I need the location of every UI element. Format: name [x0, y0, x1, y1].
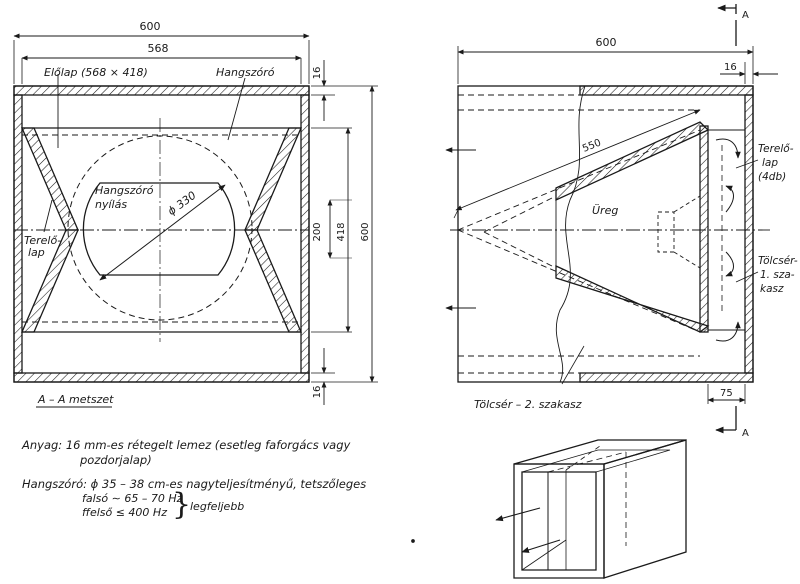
dim-568: 568 [148, 42, 169, 55]
label-opening-2: nyílás [95, 198, 127, 211]
front-view [13, 33, 378, 408]
dim-75: 75 [720, 388, 733, 399]
deflector-top-left [21, 127, 79, 231]
note-max: legfeljebb [190, 500, 245, 513]
dim-418: 418 [336, 222, 347, 241]
dim-550: 550 [581, 137, 603, 154]
label-elolap: Előlap (568 × 418) [44, 66, 148, 79]
isometric-view [411, 439, 687, 579]
side-back-panel [744, 94, 754, 374]
dim-16-side: 16 [724, 62, 737, 73]
label-horn-stage-1-b: 1. sza- [760, 269, 795, 281]
side-top-panel [579, 85, 754, 96]
section-mark-top: A [742, 10, 749, 21]
dim-200: 200 [312, 222, 323, 241]
dim-16-top: 16 [312, 67, 323, 80]
deflector-top-right [244, 127, 302, 231]
label-deflector-2: lap [28, 246, 45, 259]
label-horn-stage-1-c: kasz [760, 283, 784, 295]
label-hangszoro: Hangszóró [216, 66, 275, 79]
freq-lower: falsó ∼ 65 – 70 Hz [82, 492, 183, 505]
notes: Anyag: 16 mm-es rétegelt lemez (esetleg … [22, 438, 382, 492]
frequency-block: falsó ∼ 65 – 70 Hz ffelső ≤ 400 Hz [82, 492, 182, 520]
right-panel [300, 94, 310, 374]
label-deflector-side-2: lap [762, 157, 778, 169]
section-title: A – A metszet [37, 393, 114, 406]
label-deflector-side-3: (4db) [758, 171, 786, 183]
label-horn-stage-1-a: Tölcsér- [758, 255, 798, 267]
dim-600-vertical: 600 [360, 222, 371, 241]
label-deflector-1: Terelő- [24, 234, 61, 247]
brace-icon: } [172, 487, 192, 522]
section-mark-bottom: A [742, 428, 749, 439]
top-panel [13, 85, 310, 96]
horn-wall-bottom [555, 264, 710, 333]
bottom-panel [13, 372, 310, 383]
deflector-bottom-right [244, 229, 302, 333]
label-cavity: Üreg [592, 204, 618, 217]
dim-600-front: 600 [140, 20, 161, 33]
side-bottom-panel [579, 372, 754, 383]
freq-upper: ffelső ≤ 400 Hz [82, 506, 167, 519]
dim-600-side: 600 [596, 36, 617, 49]
deflector-bottom-left [21, 229, 79, 333]
label-diameter: ϕ 330 [165, 189, 198, 218]
dim-16-bottom: 16 [312, 386, 323, 399]
label-horn-stage-2: Tölcsér – 2. szakasz [474, 398, 582, 411]
front-view-text: 600 568 Előlap (568 × 418) Hangszóró Han… [24, 20, 371, 406]
horn-baffle [699, 125, 709, 333]
left-panel [13, 94, 23, 374]
note-material-2: pozdorjalap) [80, 453, 152, 467]
side-view-text: 600 16 550 Üreg Tölcsér – 2. szakasz 75 … [474, 10, 798, 439]
note-speaker: Hangszóró: ϕ 35 – 38 cm-es nagyteljesítm… [22, 477, 367, 491]
note-material-1: Anyag: 16 mm-es rétegelt lemez (esetleg … [22, 438, 351, 452]
side-view [445, 4, 778, 434]
label-deflector-side-1: Terelő- [758, 143, 794, 155]
label-opening-1: Hangszóró [95, 184, 154, 197]
